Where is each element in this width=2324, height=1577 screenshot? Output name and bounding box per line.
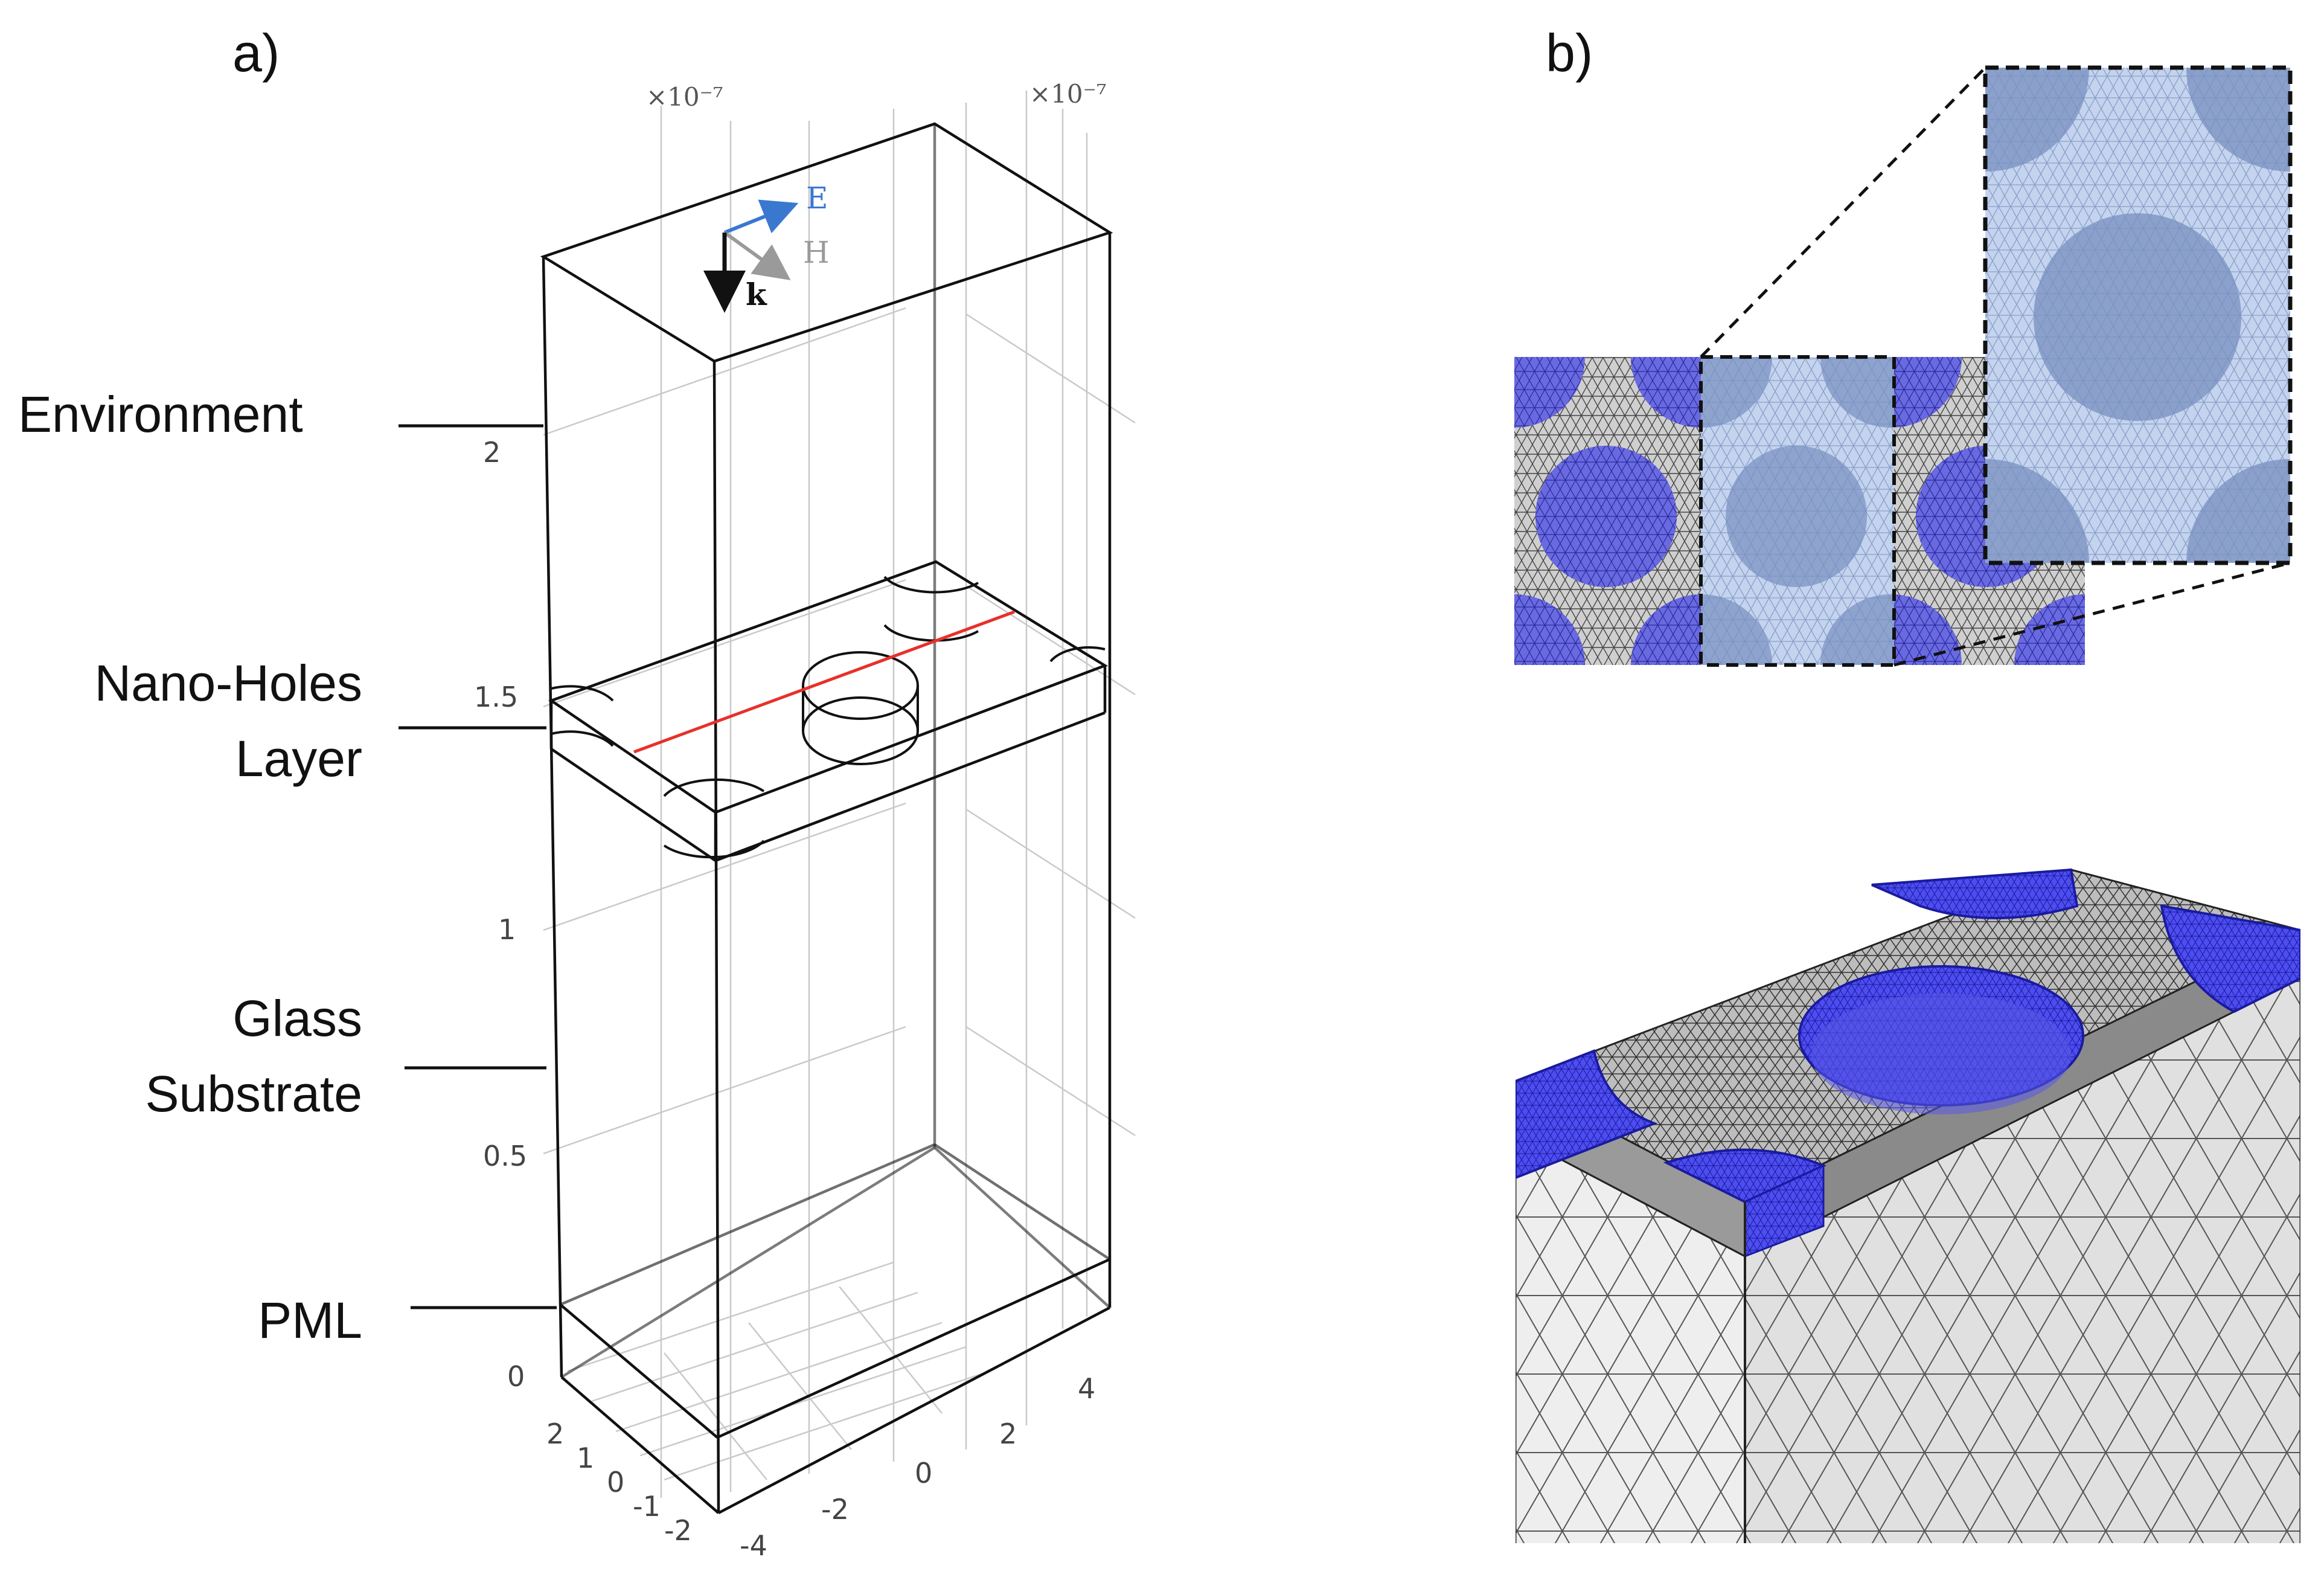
label-glass-line2: Substrate — [145, 1065, 362, 1122]
z-tick: 1 — [498, 913, 516, 946]
y-tick: 1 — [577, 1442, 594, 1474]
zoomed-unit-cell — [1983, 65, 2293, 565]
mesh-3d-view — [1516, 868, 2300, 1543]
red-monitor-line — [633, 610, 1015, 754]
zoom-callout-lines — [1700, 66, 2291, 667]
z-tick: 0.5 — [483, 1140, 527, 1172]
y-tick: 0 — [607, 1466, 624, 1498]
y-axis-ticks: 2 1 0 -1 -2 — [546, 1418, 692, 1547]
e-field-arrow — [723, 199, 799, 234]
pml-region — [559, 1143, 1111, 1439]
nanoholes-layer — [548, 560, 1109, 862]
selection-frame — [1699, 355, 1896, 667]
axis-exponent-left: ×10⁻⁷ — [646, 82, 723, 112]
simulation-domain-box — [540, 122, 1113, 1514]
field-vectors: E H k — [703, 181, 830, 313]
y-tick: 2 — [546, 1418, 564, 1450]
panel-b: b) — [1514, 23, 2300, 1543]
e-field-label: E — [806, 181, 828, 216]
y-tick: -2 — [664, 1514, 692, 1547]
axis-grid — [543, 91, 1136, 1498]
x-tick: 2 — [999, 1418, 1017, 1450]
z-tick: 1.5 — [474, 681, 518, 713]
axis-exponent-right: ×10⁻⁷ — [1029, 79, 1107, 109]
panel-a: a) ×10⁻⁷ ×10⁻⁷ — [18, 23, 1136, 1562]
h-field-label: H — [803, 235, 830, 270]
center-hole — [802, 651, 919, 720]
h-field-arrow — [723, 231, 791, 281]
x-tick: 0 — [915, 1457, 932, 1489]
y-tick: -1 — [633, 1490, 661, 1523]
hole-3d-corner — [1663, 1148, 1826, 1204]
x-axis-ticks: 4 2 0 -2 -4 — [740, 1372, 1095, 1562]
label-environment: Environment — [18, 386, 303, 443]
label-nanoholes-line2: Layer — [235, 730, 362, 787]
label-nanoholes-line1: Nano-Holes — [94, 655, 362, 711]
z-tick: 0 — [507, 1360, 525, 1393]
label-glass-line1: Glass — [232, 990, 362, 1047]
z-tick: 2 — [483, 436, 501, 469]
x-tick: -4 — [740, 1529, 767, 1562]
x-tick: -2 — [821, 1493, 849, 1526]
label-pml: PML — [258, 1292, 362, 1349]
hole-3d-corner — [1516, 1049, 1658, 1180]
x-tick: 4 — [1078, 1372, 1095, 1405]
hole-3d-corner — [1871, 868, 2079, 919]
layer-labels: Environment Nano-Holes Layer Glass Subst… — [18, 386, 557, 1349]
panel-b-label: b) — [1546, 23, 1593, 83]
selected-unit-cell — [1701, 357, 1894, 665]
z-axis-ticks: 2 1.5 1 0.5 0 — [474, 436, 527, 1393]
hole-3d-corner — [2160, 904, 2300, 1013]
panel-a-label: a) — [232, 23, 280, 83]
k-vector-label: k — [746, 277, 767, 312]
